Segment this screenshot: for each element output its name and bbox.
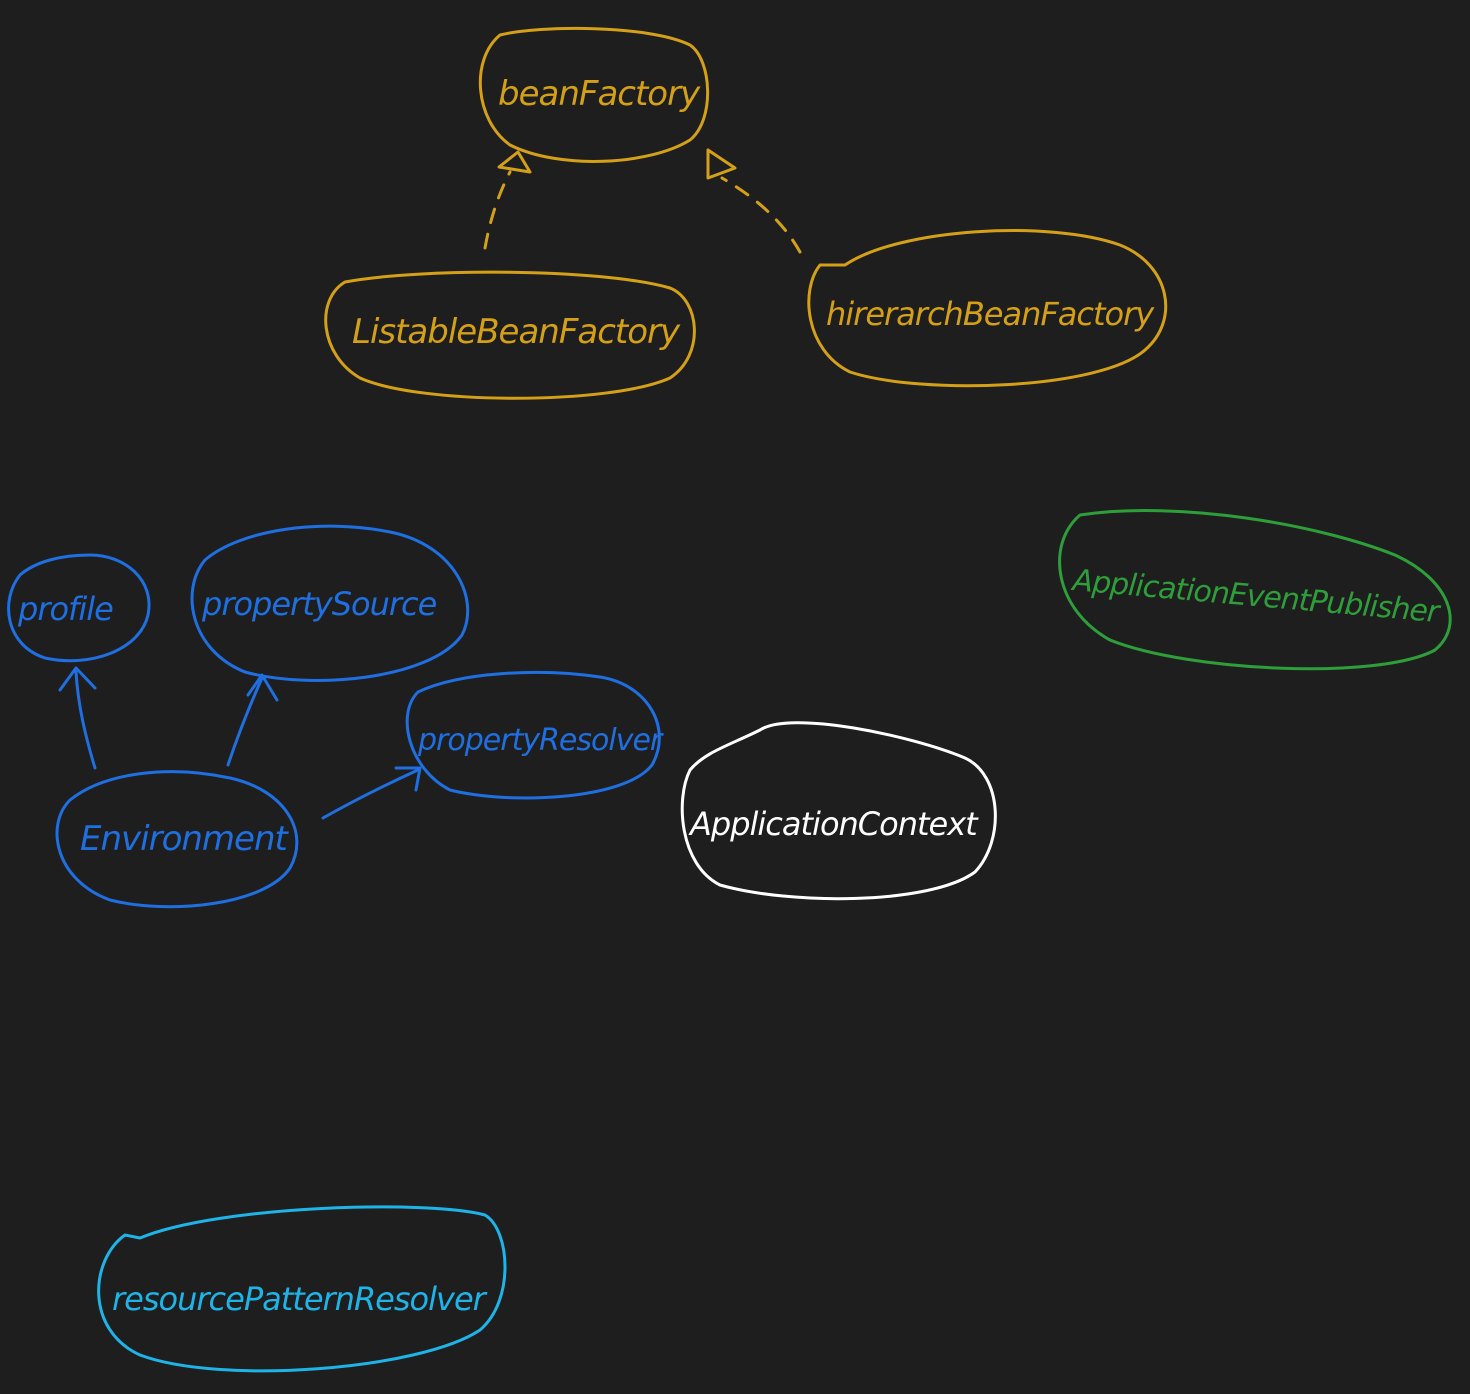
edge-environment-to-property-source bbox=[226, 673, 279, 767]
hierarchy-bean-factory-label: hirerarchBeanFactory bbox=[826, 295, 1155, 333]
property-source-node: propertySource bbox=[190, 524, 470, 682]
application-context-label: ApplicationContext bbox=[688, 805, 979, 843]
environment-label: Environment bbox=[80, 819, 290, 859]
resource-pattern-resolver-label: resourcePatternResolver bbox=[112, 1280, 488, 1318]
resource-pattern-resolver-node: resourcePatternResolver bbox=[97, 1205, 507, 1373]
environment-node: Environment bbox=[55, 770, 299, 909]
hierarchy-bean-factory-node: hirerarchBeanFactory bbox=[807, 229, 1168, 388]
edge-environment-to-property-resolver bbox=[321, 766, 422, 820]
application-context-node: ApplicationContext bbox=[680, 721, 997, 901]
bean-factory-label: beanFactory bbox=[498, 74, 701, 114]
edge-hierarchy-to-bean-factory bbox=[706, 148, 802, 254]
property-resolver-label: propertyResolver bbox=[417, 723, 664, 758]
application-event-publisher-node: ApplicationEventPublisher bbox=[1058, 509, 1452, 671]
listable-bean-factory-node: ListableBeanFactory bbox=[324, 270, 696, 400]
edge-environment-to-profile bbox=[58, 666, 97, 770]
profile-node: profile bbox=[7, 553, 151, 663]
listable-bean-factory-label: ListableBeanFactory bbox=[352, 312, 681, 352]
bean-factory-node: beanFactory bbox=[478, 26, 710, 163]
profile-label: profile bbox=[17, 590, 113, 628]
application-event-publisher-label: ApplicationEventPublisher bbox=[1069, 563, 1442, 630]
property-resolver-node: propertyResolver bbox=[405, 670, 665, 800]
property-source-label: propertySource bbox=[201, 585, 437, 623]
edge-listable-to-bean-factory bbox=[483, 150, 532, 250]
